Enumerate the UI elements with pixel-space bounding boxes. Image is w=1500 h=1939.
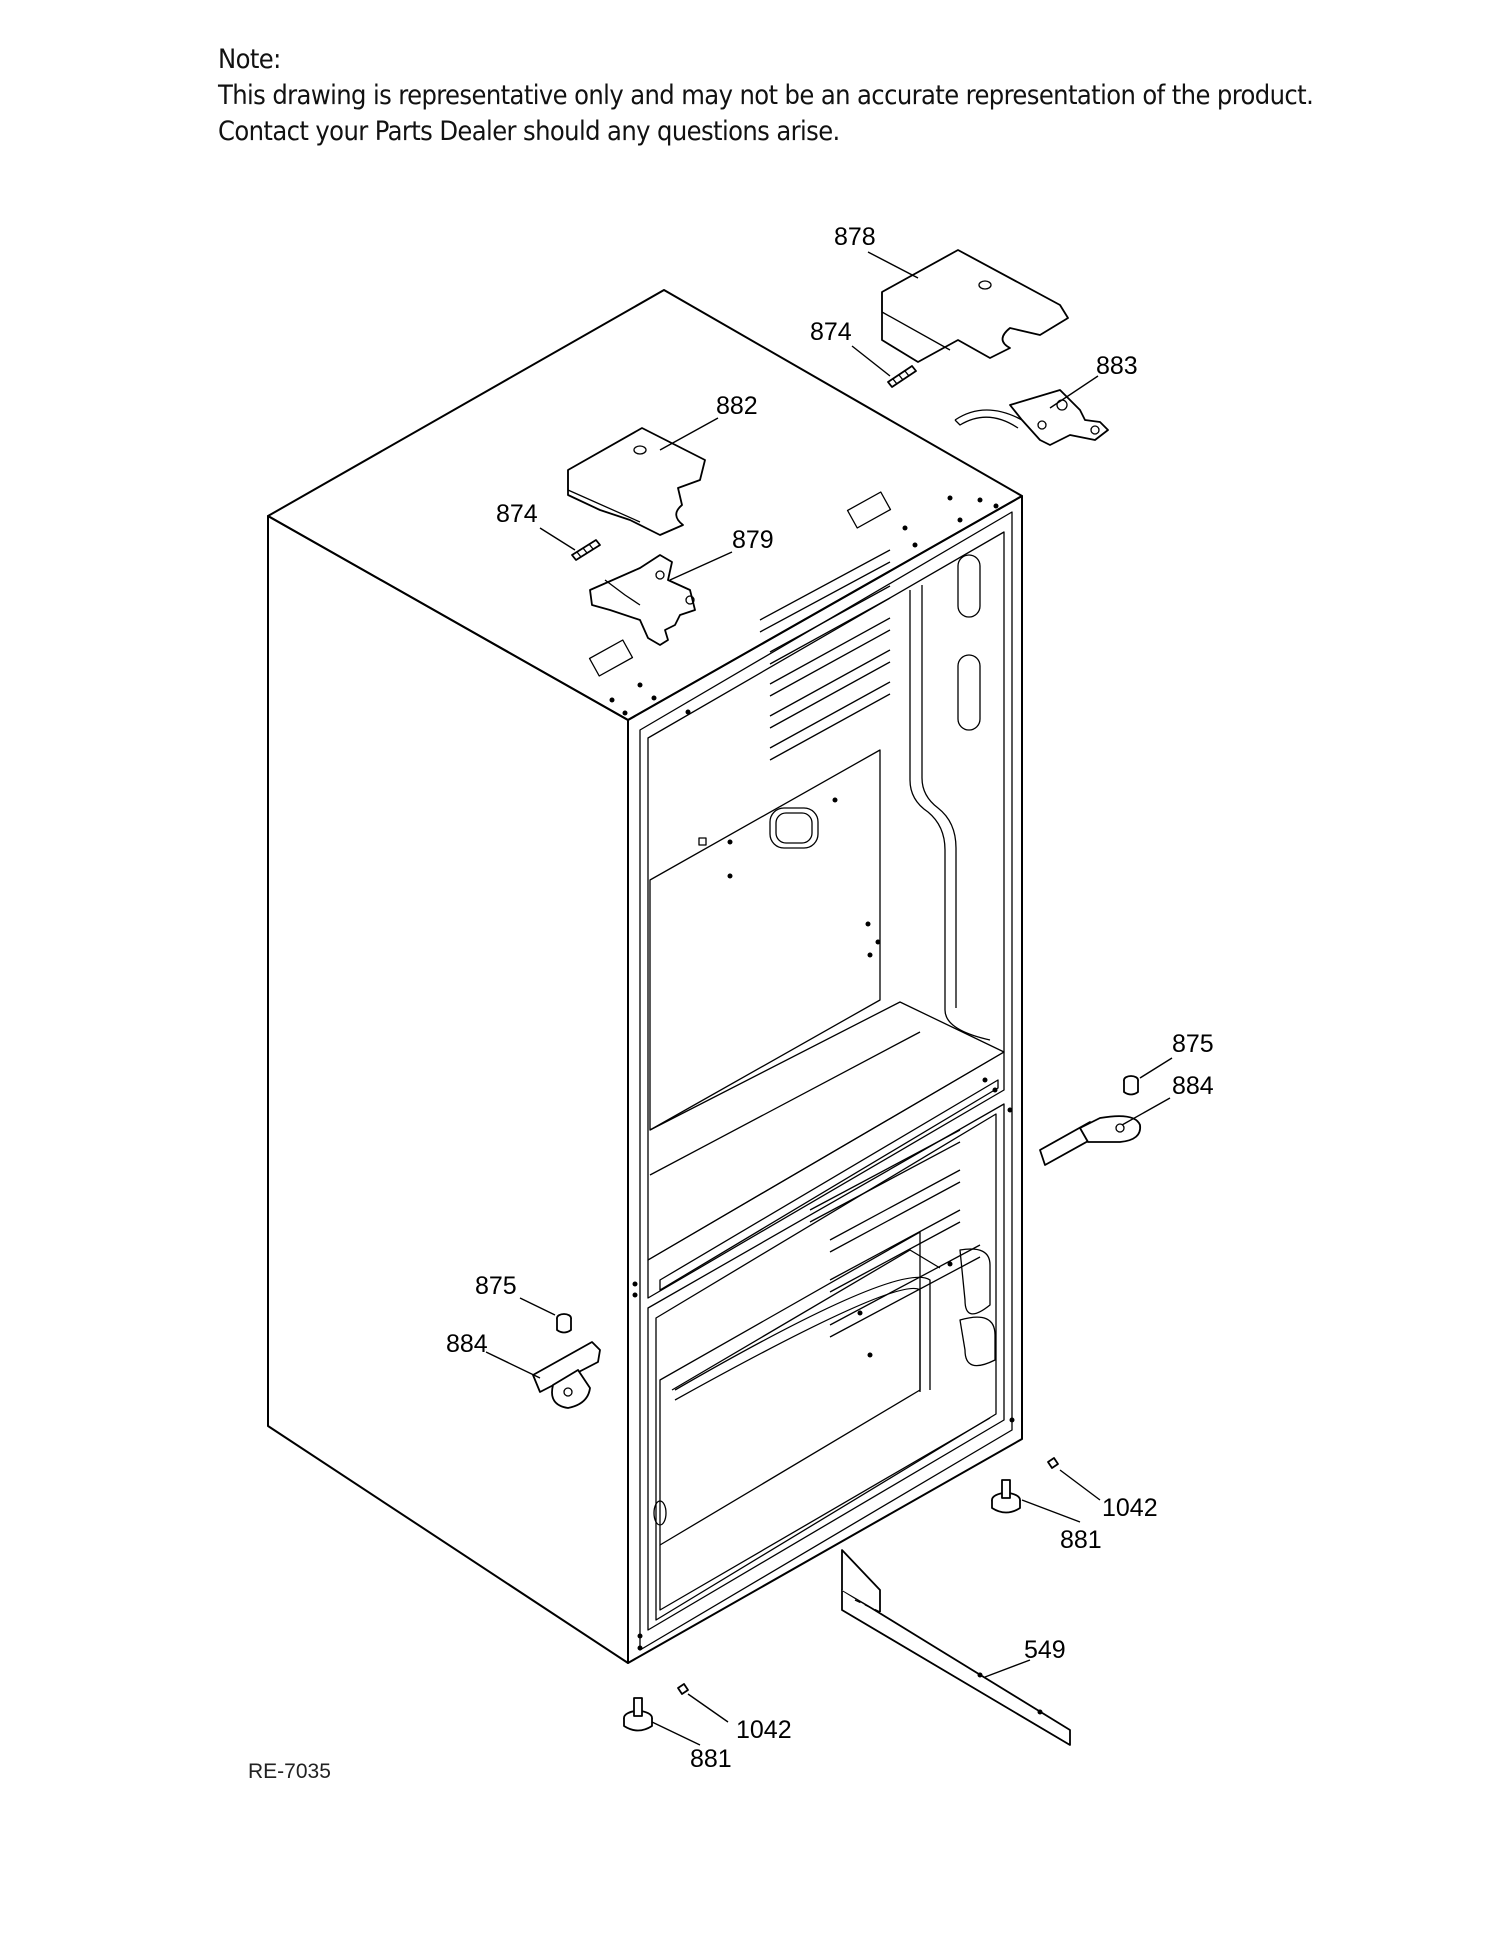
diagram-reference-code: RE-7035 <box>248 1760 331 1783</box>
callout-879: 879 <box>732 526 774 554</box>
callout-882: 882 <box>716 392 758 420</box>
part-878-hinge-cover <box>881 249 1069 363</box>
callout-874-lower: 874 <box>496 500 538 528</box>
callout-881-right: 881 <box>1060 1526 1102 1554</box>
note-heading: Note: <box>218 44 281 75</box>
leader-lines <box>485 251 1173 1746</box>
part-884-bracket-left <box>532 1341 601 1409</box>
part-879-hinge-left <box>589 554 696 646</box>
part-1042-screw-left <box>677 1683 689 1695</box>
part-874-spring-upper <box>887 365 917 388</box>
note-line-1: This drawing is representative only and … <box>218 80 1314 111</box>
callout-874-upper: 874 <box>810 318 852 346</box>
callout-881-left: 881 <box>690 1745 732 1773</box>
callout-884-left: 884 <box>446 1330 488 1358</box>
callout-549: 549 <box>1024 1636 1066 1664</box>
callout-1042-left: 1042 <box>736 1716 792 1744</box>
callout-875-left: 875 <box>475 1272 517 1300</box>
callout-884-right: 884 <box>1172 1072 1214 1100</box>
part-875-pin-left <box>556 1313 572 1334</box>
callout-875-right: 875 <box>1172 1030 1214 1058</box>
part-881-leveling-leg-left <box>623 1697 653 1732</box>
part-881-leveling-leg-right <box>991 1479 1021 1514</box>
disclaimer-note: Note: This drawing is representative onl… <box>218 42 1314 150</box>
refrigerator-cabinet <box>267 289 1023 1664</box>
callout-878: 878 <box>834 223 876 251</box>
part-549-base-rail <box>841 1549 1071 1746</box>
callout-labels: 878 874 883 882 874 879 875 884 875 884 … <box>446 223 1214 1773</box>
callout-883: 883 <box>1096 352 1138 380</box>
part-883-hinge-right <box>954 389 1109 446</box>
part-875-pin-right <box>1123 1075 1139 1096</box>
part-1042-screw-right <box>1047 1457 1059 1469</box>
part-874-spring-lower <box>571 539 601 561</box>
callout-1042-right: 1042 <box>1102 1494 1158 1522</box>
note-line-2: Contact your Parts Dealer should any que… <box>218 116 840 147</box>
part-882-hinge-cover <box>567 427 706 536</box>
